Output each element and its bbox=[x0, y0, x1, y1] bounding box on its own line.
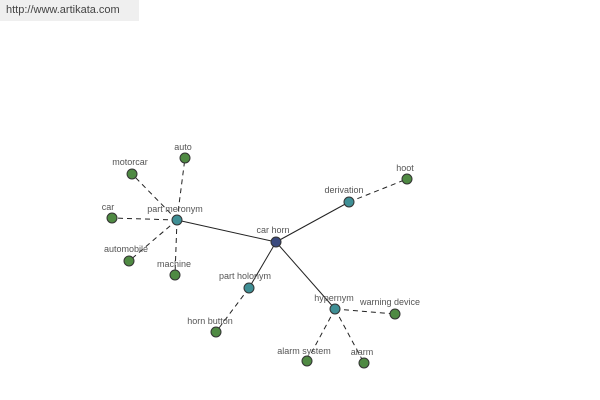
node-label-horn-button: horn button bbox=[187, 316, 233, 326]
node-hypernym[interactable] bbox=[329, 303, 341, 315]
node-hoot[interactable] bbox=[401, 173, 413, 185]
node-label-motorcar: motorcar bbox=[112, 157, 148, 167]
node-label-machine: machine bbox=[157, 259, 191, 269]
node-label-car: car bbox=[102, 202, 115, 212]
node-motorcar[interactable] bbox=[126, 168, 138, 180]
node-alarm[interactable] bbox=[358, 357, 370, 369]
node-label-derivation: derivation bbox=[324, 185, 363, 195]
node-label-alarm-system: alarm system bbox=[277, 346, 331, 356]
edge-car-horn-to-hypernym bbox=[275, 241, 336, 310]
node-label-auto: auto bbox=[174, 142, 192, 152]
edge-hypernym-to-alarm bbox=[334, 308, 365, 364]
node-car[interactable] bbox=[106, 212, 118, 224]
edge-part-holonym-to-horn-button bbox=[215, 287, 250, 333]
edge-part-meronym-to-motorcar bbox=[131, 173, 178, 221]
node-label-part-meronym: part meronym bbox=[147, 204, 203, 214]
edge-part-meronym-to-automobile bbox=[128, 219, 178, 262]
edge-car-horn-to-derivation bbox=[275, 201, 350, 243]
edge-hypernym-to-alarm-system bbox=[306, 308, 336, 362]
node-machine[interactable] bbox=[169, 269, 181, 281]
edge-hypernym-to-warning-device bbox=[334, 308, 396, 315]
nodes-layer bbox=[106, 152, 413, 369]
edge-part-meronym-to-car bbox=[111, 217, 178, 221]
node-warning-device[interactable] bbox=[389, 308, 401, 320]
node-alarm-system[interactable] bbox=[301, 355, 313, 367]
node-label-hypernym: hypernym bbox=[314, 293, 354, 303]
node-derivation[interactable] bbox=[343, 196, 355, 208]
node-automobile[interactable] bbox=[123, 255, 135, 267]
node-label-part-holonym: part holonym bbox=[219, 271, 271, 281]
edge-car-horn-to-part-holonym bbox=[248, 241, 277, 289]
node-label-car-horn: car horn bbox=[256, 225, 289, 235]
node-label-hoot: hoot bbox=[396, 163, 414, 173]
node-part-meronym[interactable] bbox=[171, 214, 183, 226]
edges-layer bbox=[111, 157, 408, 364]
node-horn-button[interactable] bbox=[210, 326, 222, 338]
edge-car-horn-to-part-meronym bbox=[176, 219, 277, 243]
node-car-horn[interactable] bbox=[270, 236, 282, 248]
node-label-alarm: alarm bbox=[351, 347, 374, 357]
edge-derivation-to-hoot bbox=[348, 178, 408, 203]
node-auto[interactable] bbox=[179, 152, 191, 164]
source-url-banner[interactable]: http://www.artikata.com bbox=[0, 0, 139, 21]
edge-part-meronym-to-auto bbox=[176, 157, 186, 221]
labels-layer: car horn part meronym derivation part holon… bbox=[102, 142, 420, 357]
node-label-warning-device: warning device bbox=[359, 297, 420, 307]
node-label-automobile: automobile bbox=[104, 244, 148, 254]
edge-part-meronym-to-machine bbox=[174, 219, 178, 276]
node-part-holonym[interactable] bbox=[243, 282, 255, 294]
